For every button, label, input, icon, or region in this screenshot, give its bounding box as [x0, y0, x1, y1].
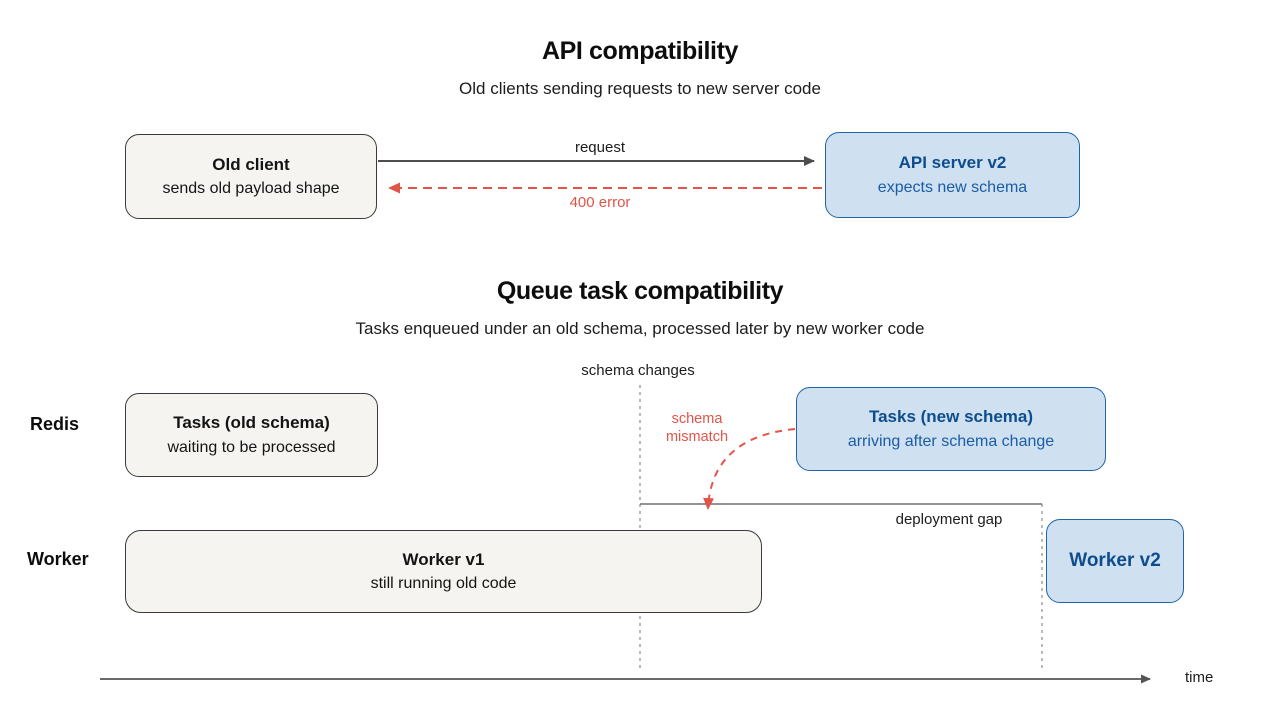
old-client-title: Old client: [212, 154, 290, 174]
queue-section-subtitle: Tasks enqueued under an old schema, proc…: [355, 319, 925, 338]
time-axis-label: time: [1185, 669, 1214, 686]
tasks-old-schema-node: Tasks (old schema) waiting to be process…: [125, 393, 378, 477]
tasks-old-schema-title: Tasks (old schema): [173, 413, 330, 433]
worker-lane-label: Worker: [27, 549, 89, 569]
error-arrow-label: 400 error: [569, 194, 631, 211]
schema-mismatch-arrow: [703, 428, 796, 510]
worker-v2-title: Worker v2: [1069, 550, 1161, 572]
request-arrow-label: request: [574, 139, 626, 156]
api-server-v2-node: API server v2 expects new schema: [825, 132, 1080, 218]
api-section-title: API compatibility: [541, 37, 738, 65]
schema-mismatch-label: schema mismatch: [665, 411, 729, 445]
old-client-subtitle: sends old payload shape: [162, 180, 340, 198]
schema-changes-label: schema changes: [581, 362, 695, 379]
old-client-node: Old client sends old payload shape: [125, 134, 377, 219]
worker-v1-node: Worker v1 still running old code: [125, 530, 762, 613]
tasks-new-schema-subtitle: arriving after schema change: [847, 432, 1055, 450]
tasks-old-schema-subtitle: waiting to be processed: [167, 438, 336, 456]
worker-v1-subtitle: still running old code: [370, 575, 517, 593]
worker-v1-title: Worker v1: [402, 549, 485, 569]
api-section-subtitle: Old clients sending requests to new serv…: [459, 79, 821, 98]
tasks-new-schema-title: Tasks (new schema): [868, 407, 1034, 427]
api-server-v2-subtitle: expects new schema: [877, 178, 1028, 196]
worker-v2-node: Worker v2: [1046, 519, 1184, 603]
queue-section-title: Queue task compatibility: [496, 277, 784, 305]
redis-lane-label: Redis: [30, 414, 80, 434]
api-server-v2-title: API server v2: [898, 153, 1007, 173]
deployment-gap-label: deployment gap: [895, 511, 1003, 528]
tasks-new-schema-node: Tasks (new schema) arriving after schema…: [796, 387, 1106, 471]
